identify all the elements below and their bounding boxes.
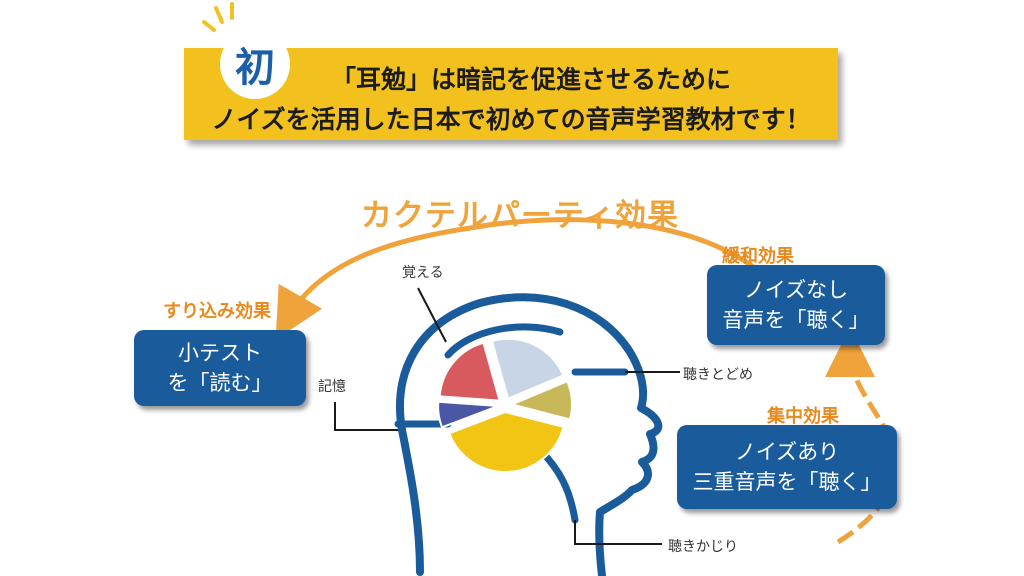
box-listen-noise-line2: 三重音声を「聴く」 xyxy=(692,470,882,494)
effect-label-focus: 集中効果 xyxy=(767,406,839,427)
label-listen-partial: 聴きかじり xyxy=(668,539,738,555)
pie-slice-0 xyxy=(447,410,565,473)
brain-line-neck xyxy=(536,446,579,524)
head-outline xyxy=(396,293,663,576)
leader-listen-partial xyxy=(574,520,662,545)
box-listen-noise-line1: ノイズあり xyxy=(734,439,840,464)
box-listen-quiet-line1: ノイズなし xyxy=(743,277,849,302)
brain-pie xyxy=(437,337,573,473)
label-listen-stop: 聴きとどめ xyxy=(683,367,753,383)
effect-label-imprint: すり込み効果 xyxy=(163,301,271,322)
label-memorize: 覚える xyxy=(402,265,444,281)
box-read-line1: 小テスト xyxy=(178,340,262,365)
effect-label-relax: 緩和効果 xyxy=(722,246,794,267)
box-read-line2: を「読む」 xyxy=(167,371,273,395)
box-listen-quiet-line2: 音声を「聴く」 xyxy=(722,308,870,332)
first-badge: 初 xyxy=(220,29,290,99)
pie-slice-2 xyxy=(438,341,501,402)
leader-memory xyxy=(334,402,398,431)
diagram-title: カクテルパーティ効果 xyxy=(360,198,680,234)
pie-slice-3 xyxy=(490,337,565,401)
headline-banner: 「耳勉」は暗記を促進させるために ノイズを活用した日本で初めての音声学習教材です… xyxy=(184,48,838,140)
brain-line-top xyxy=(444,323,564,359)
box-listen-noise: ノイズあり 三重音声を「聴く」 xyxy=(677,425,897,509)
top-arc-arrow xyxy=(275,217,763,340)
box-listen-quiet: ノイズなし 音声を「聴く」 xyxy=(707,265,885,345)
pie-slice-4 xyxy=(508,379,573,421)
sparkle-rays-icon xyxy=(202,2,234,32)
banner-line-2: ノイズを活用した日本で初めての音声学習教材です！ xyxy=(211,105,811,134)
label-memory: 記憶 xyxy=(318,379,346,395)
pie-slice-1 xyxy=(437,400,499,429)
box-read-quiz: 小テスト を「読む」 xyxy=(134,330,306,406)
banner-line-1: 「耳勉」は暗記を促進させるために xyxy=(330,65,731,94)
leader-memorize xyxy=(417,287,447,343)
